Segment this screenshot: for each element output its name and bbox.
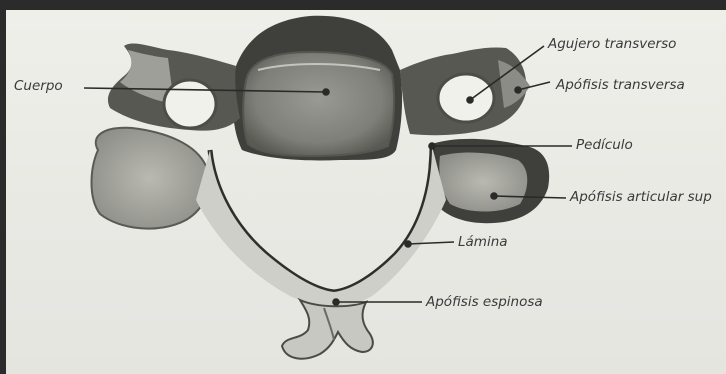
label-lamina: Lámina	[458, 236, 508, 250]
label-apofisis-transversa: Apófisis transversa	[556, 79, 685, 93]
label-agujero-transverso: Agujero transverso	[548, 38, 676, 52]
left-foramen	[164, 80, 216, 128]
label-pediculo: Pedículo	[576, 139, 633, 153]
label-apofisis-articular-sup: Apófisis articular sup	[570, 191, 712, 205]
left-articular-process	[92, 128, 209, 229]
label-cuerpo: Cuerpo	[14, 80, 63, 94]
spinous-process	[282, 300, 373, 359]
right-foramen	[438, 74, 494, 122]
label-apofisis-espinosa: Apófisis espinosa	[426, 296, 543, 310]
